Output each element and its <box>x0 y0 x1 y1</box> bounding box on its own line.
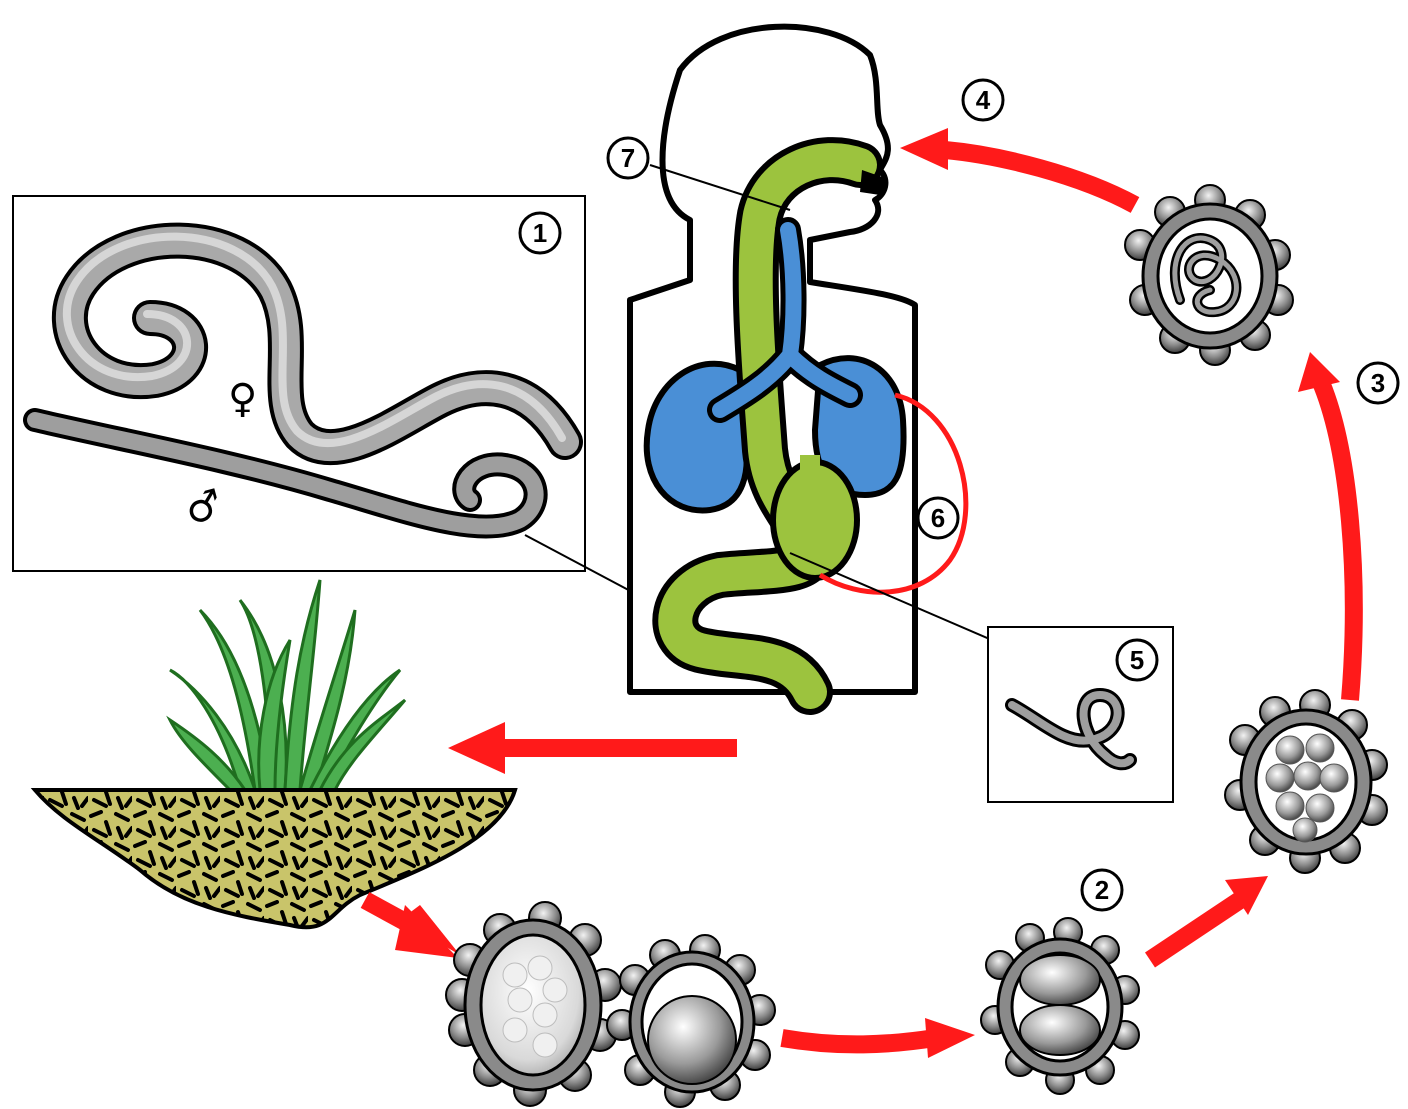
egg-icon <box>446 902 621 1106</box>
step-label-2: 2 <box>1082 870 1122 910</box>
egg-icon <box>1225 690 1387 873</box>
human-body-icon <box>630 27 966 692</box>
egg-icon <box>607 935 775 1107</box>
step-label-1: 1 <box>520 213 560 253</box>
step-label-3: 3 <box>1358 363 1398 403</box>
step-label-5: 5 <box>1117 640 1157 680</box>
step-label-6: 6 <box>918 498 958 538</box>
svg-text:2: 2 <box>1095 875 1109 905</box>
egg-icon <box>1125 185 1293 365</box>
female-symbol: ♀ <box>228 376 257 422</box>
step-label-4: 4 <box>963 80 1003 120</box>
step-label-7: 7 <box>608 138 648 178</box>
svg-text:3: 3 <box>1371 368 1385 398</box>
egg-icon <box>981 918 1139 1094</box>
svg-text:5: 5 <box>1130 645 1144 675</box>
grass-soil-icon <box>35 580 515 927</box>
adult-worms-panel: ♀ ♂ 1 <box>13 196 585 571</box>
svg-text:7: 7 <box>621 143 635 173</box>
svg-text:1: 1 <box>533 218 547 248</box>
larva-panel: 5 <box>988 627 1173 802</box>
soil <box>35 790 515 927</box>
svg-text:6: 6 <box>931 503 945 533</box>
svg-text:4: 4 <box>976 85 991 115</box>
